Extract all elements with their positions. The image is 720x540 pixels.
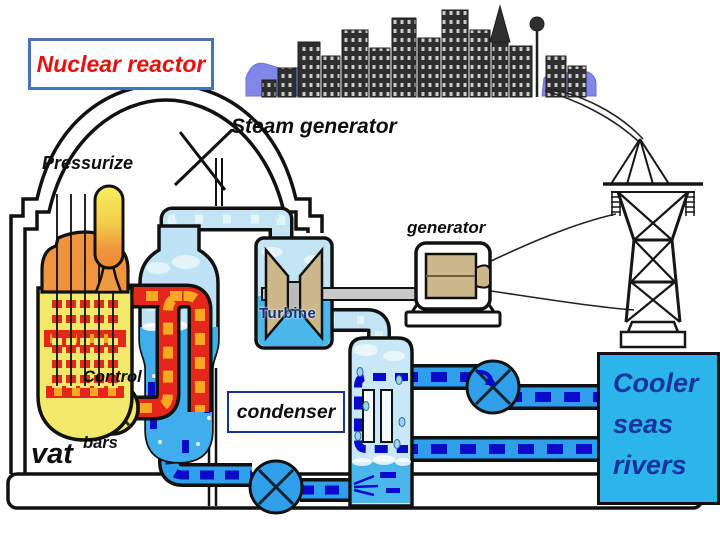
feedwater-pump	[248, 459, 304, 515]
condenser-label: condenser	[227, 391, 345, 433]
turbine-unit	[254, 236, 435, 350]
steam-generator-label: Steam generator	[231, 115, 397, 138]
nuclear-reactor-label: Nuclear reactor	[28, 38, 214, 90]
control-bars-label: Control bars	[83, 368, 142, 452]
turbine-label: Turbine	[259, 305, 317, 322]
condenser-label-text: condenser	[236, 400, 336, 423]
control-rod-drives	[56, 194, 114, 386]
condenser-vessel	[348, 336, 414, 508]
reactor-vessel	[36, 194, 134, 442]
turbine-blade-left	[264, 246, 290, 342]
cooler-water-box: Cooler seas rivers	[597, 352, 720, 505]
city-skyline	[245, 4, 597, 98]
nuclear-reactor-label-text: Nuclear reactor	[36, 50, 206, 77]
turbine-hub	[287, 281, 301, 311]
vat-label: vat	[31, 438, 73, 470]
generator-unit	[404, 241, 502, 328]
cooling-pump	[465, 359, 521, 415]
cooling-water-pipes	[402, 364, 601, 462]
generator-label: generator	[407, 218, 486, 237]
transmission-tower	[603, 138, 703, 349]
condenser-droplets	[354, 367, 406, 449]
turbine-exhaust-pipe	[328, 308, 391, 354]
pressurizer-label: Pressurize	[42, 153, 134, 173]
power-lines	[490, 88, 644, 311]
pressurizer-vessel	[93, 184, 125, 294]
turbine-blade-right	[298, 246, 324, 342]
